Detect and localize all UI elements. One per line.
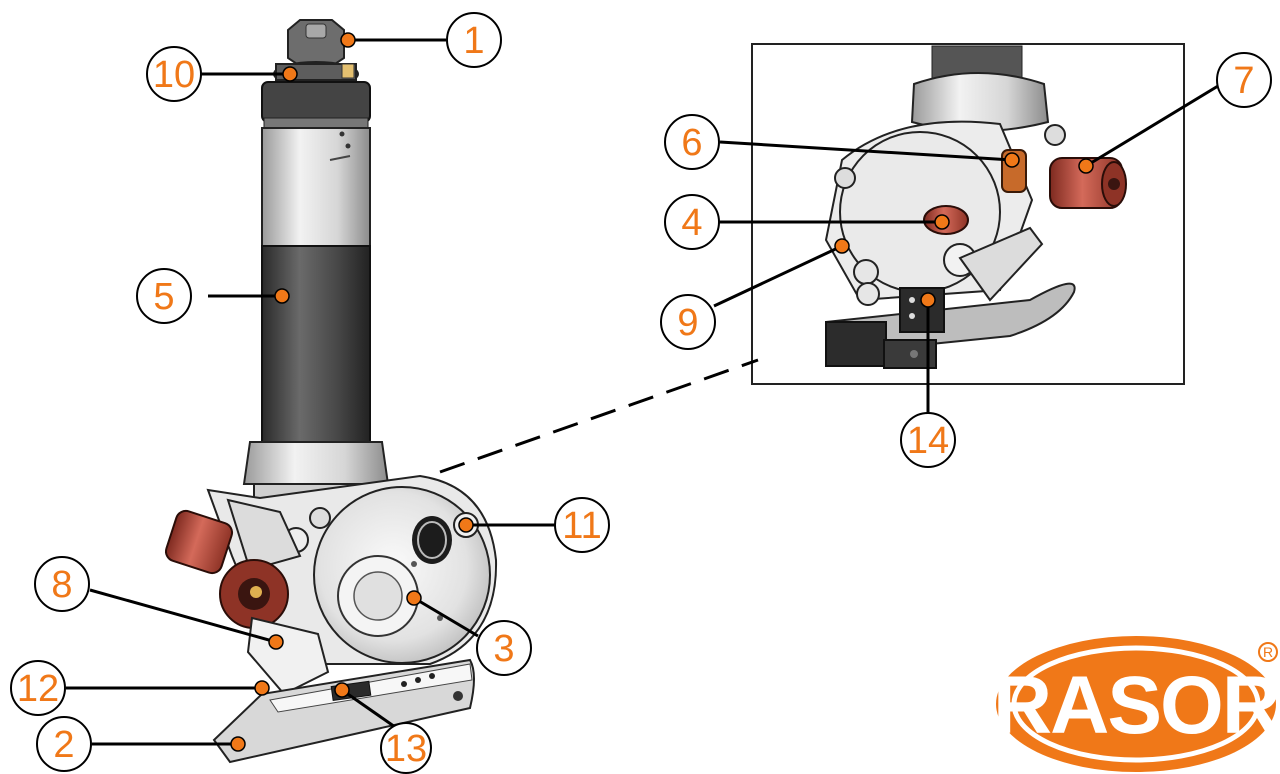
- callout-10: 10: [146, 46, 202, 102]
- registered-mark: [1258, 642, 1278, 662]
- callout-3: 3: [476, 620, 532, 676]
- svg-text:2: 2: [53, 724, 74, 766]
- rasor-logo: RASOR R: [993, 636, 1280, 772]
- main-tool-illustration: [164, 19, 498, 764]
- svg-text:12: 12: [17, 668, 59, 710]
- svg-text:4: 4: [681, 202, 702, 244]
- grip-handle: [261, 245, 371, 443]
- svg-text:6: 6: [681, 122, 702, 164]
- svg-text:1: 1: [463, 20, 484, 62]
- callout-13: 13: [380, 722, 432, 774]
- svg-text:14: 14: [907, 420, 949, 462]
- callout-6: 6: [664, 114, 720, 170]
- svg-text:11: 11: [562, 505, 601, 547]
- svg-text:RASOR: RASOR: [993, 660, 1280, 751]
- svg-text:3: 3: [493, 628, 514, 670]
- svg-text:13: 13: [385, 728, 427, 770]
- callout-7: 7: [1216, 52, 1272, 108]
- inset-connector: [439, 358, 759, 474]
- callout-1: 1: [446, 12, 502, 68]
- leader-lines: [66, 38, 1219, 746]
- svg-text:8: 8: [51, 564, 72, 606]
- callout-9: 9: [660, 294, 716, 350]
- svg-text:9: 9: [677, 302, 698, 344]
- callout-8: 8: [34, 556, 90, 612]
- svg-text:10: 10: [153, 54, 195, 96]
- side-knob: [164, 509, 289, 629]
- callout-11: 11: [554, 497, 610, 553]
- callout-2: 2: [36, 716, 92, 772]
- inset-illustration: [824, 45, 1127, 369]
- svg-text:7: 7: [1233, 60, 1254, 102]
- svg-text:5: 5: [153, 276, 174, 318]
- callout-12: 12: [10, 660, 66, 716]
- callout-14: 14: [900, 412, 956, 468]
- callout-5: 5: [136, 268, 192, 324]
- leader-dots: [230, 32, 1094, 752]
- upper-shaft: [261, 127, 371, 247]
- svg-text:R: R: [1263, 644, 1273, 660]
- callout-4: 4: [664, 194, 720, 250]
